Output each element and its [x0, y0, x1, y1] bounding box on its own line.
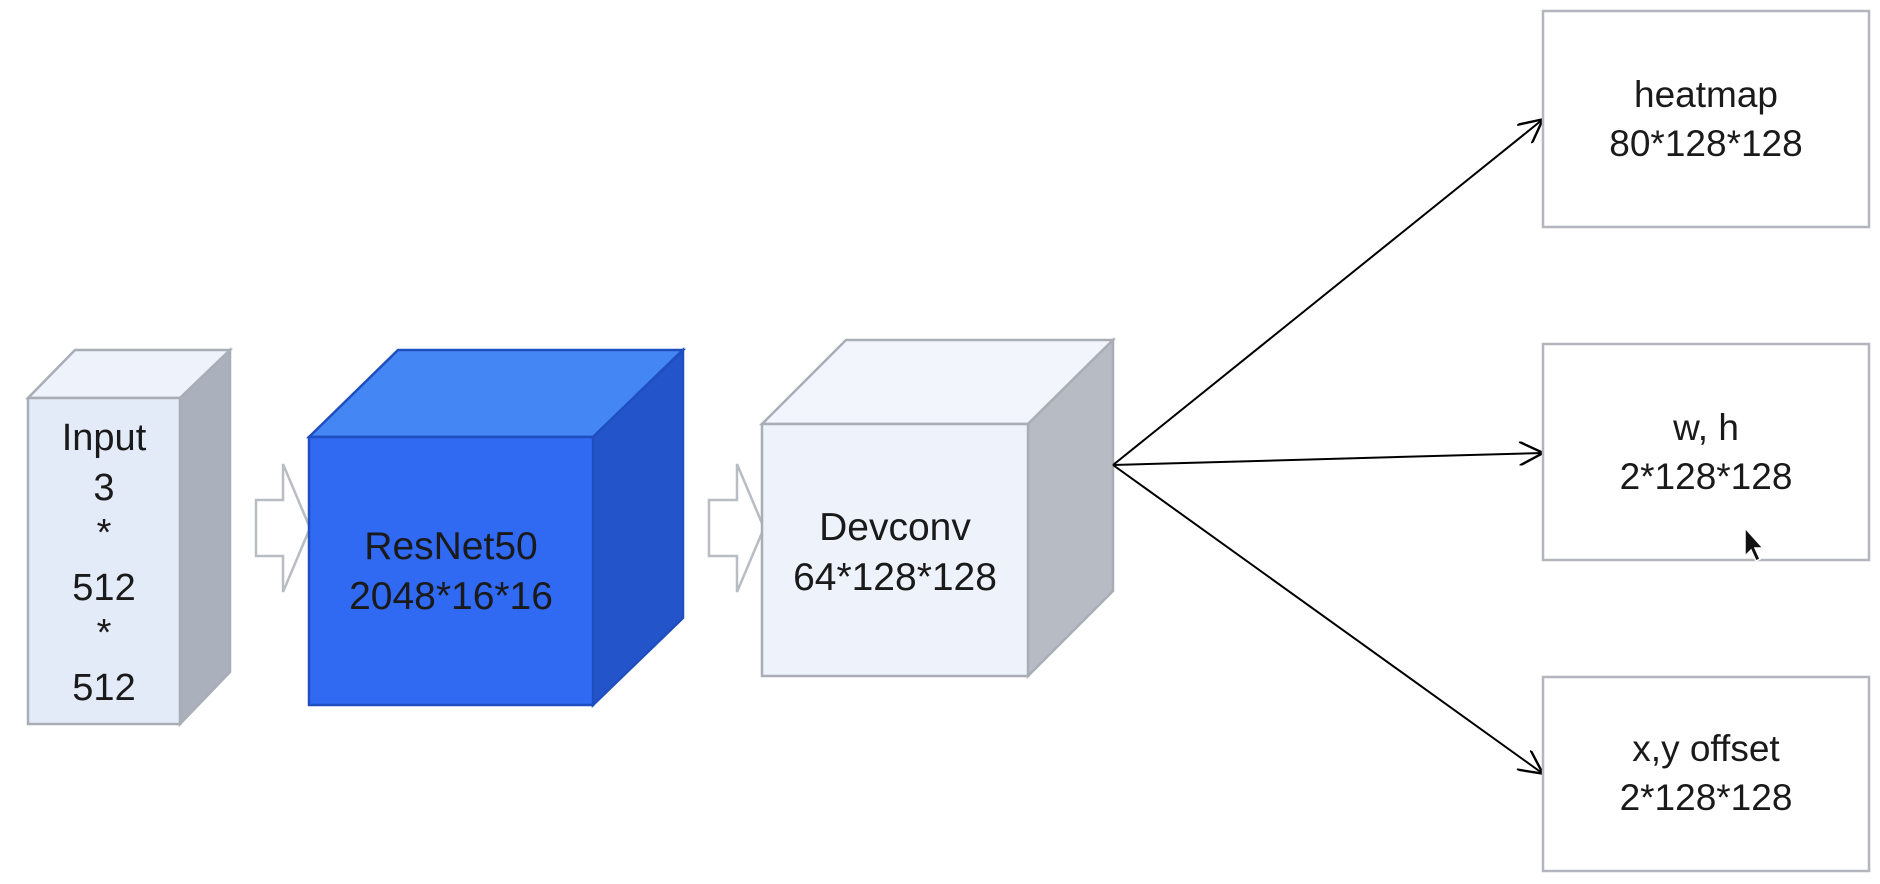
resnet-label-shape: 2048*16*16: [349, 575, 553, 618]
output-wh-title: w, h: [1672, 407, 1739, 448]
mouse-pointer-icon: [1744, 526, 1765, 563]
branch-arrow-heatmap: [1112, 120, 1542, 466]
input-label-line-4: 512: [72, 567, 135, 609]
output-offset-frame: [1541, 675, 1871, 873]
input-label-line-3: *: [97, 512, 112, 554]
resnet-block-front: [307, 435, 595, 707]
resnet-label-name: ResNet50: [364, 525, 537, 568]
output-wh-frame: [1541, 342, 1871, 562]
input-label-line-1: Input: [62, 417, 147, 459]
output-wh-box: w, h 2*128*128: [1541, 342, 1871, 562]
input-block-side: [178, 347, 232, 728]
output-heatmap-frame: [1541, 9, 1871, 229]
output-heatmap-box: heatmap 80*128*128: [1541, 9, 1871, 229]
branch-arrow-offset: [1112, 464, 1542, 773]
output-offset-box: x,y offset 2*128*128: [1541, 675, 1871, 873]
devconv-label-name: Devconv: [819, 506, 971, 549]
output-heatmap-shape: 80*128*128: [1609, 123, 1802, 164]
input-label-line-6: 512: [72, 667, 135, 709]
output-heatmap-title: heatmap: [1634, 74, 1778, 115]
devconv-block-front: [760, 422, 1030, 678]
devconv-block: Devconv 64*128*128: [758, 337, 1117, 680]
output-offset-title: x,y offset: [1632, 728, 1780, 769]
resnet-block: ResNet50 2048*16*16: [305, 347, 687, 708]
output-offset-shape: 2*128*128: [1620, 777, 1793, 818]
input-block-front: [26, 396, 182, 726]
output-wh-shape: 2*128*128: [1620, 456, 1793, 497]
devconv-label-shape: 64*128*128: [793, 556, 997, 599]
input-label-line-2: 3: [93, 467, 114, 509]
branch-arrow-wh: [1112, 453, 1542, 466]
input-block: Input 3 * 512 * 512: [25, 347, 234, 728]
flow-arrow-2: [707, 463, 766, 593]
flow-arrow-1: [254, 463, 312, 593]
input-label-line-5: *: [97, 612, 112, 654]
